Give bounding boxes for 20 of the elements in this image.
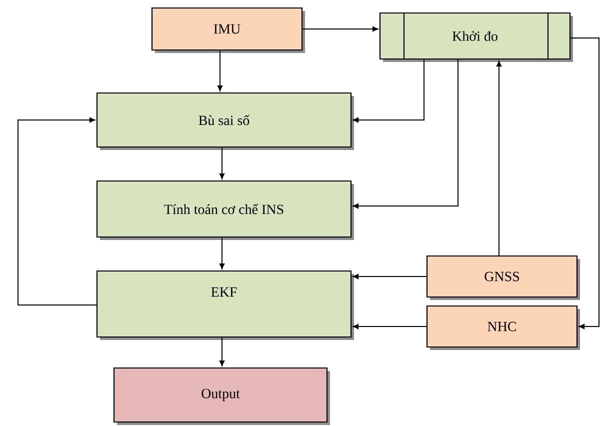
process-box: IMU — [151, 7, 305, 53]
arrow — [352, 274, 427, 280]
arrow — [352, 59, 458, 209]
predefined-process-box: Khởi đo — [379, 12, 573, 62]
input-box: GNSS — [426, 255, 580, 300]
arrow — [219, 147, 225, 180]
arrow — [302, 26, 378, 32]
process-box: Bù sai số — [96, 92, 354, 150]
arrow — [570, 38, 600, 330]
output-box: Output — [113, 367, 330, 425]
arrow — [352, 324, 427, 330]
arrow — [217, 50, 223, 92]
input-box: NHC — [426, 305, 580, 350]
process-box: Tính toán cơ chế INS — [96, 180, 354, 240]
arrow — [352, 59, 424, 123]
arrow — [219, 237, 225, 270]
arrow — [219, 337, 225, 366]
process-box: EKF — [96, 270, 354, 340]
arrow — [496, 60, 502, 256]
arrow — [18, 117, 97, 306]
